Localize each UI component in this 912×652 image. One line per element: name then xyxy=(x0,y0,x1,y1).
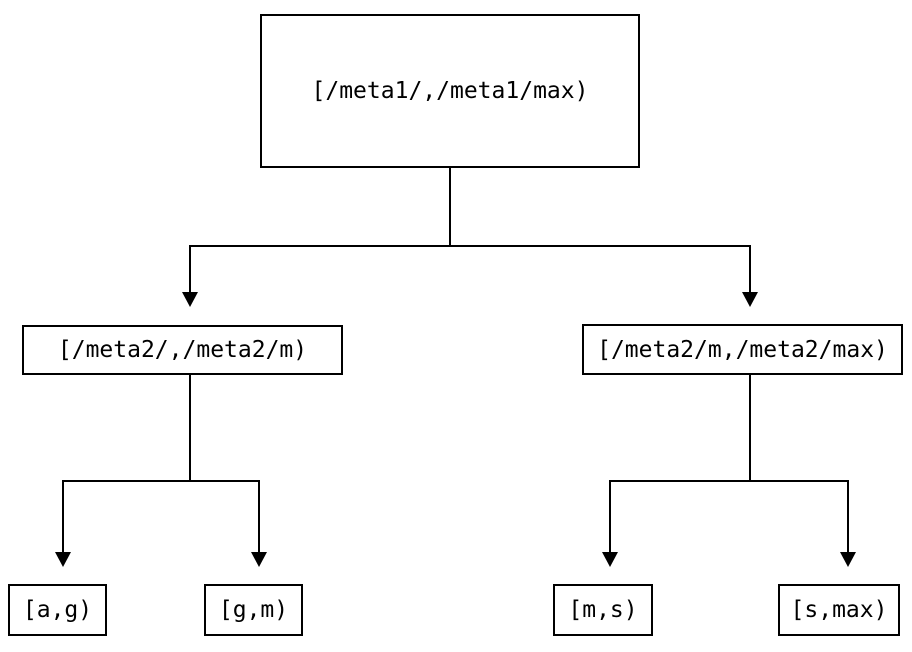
node-label-meta2-high: [/meta2/m,/meta2/max) xyxy=(597,336,888,363)
arrowhead-icon xyxy=(602,552,618,567)
edge-line-meta2-high-to-leaf-m-s xyxy=(609,375,751,554)
node-label-leaf-a-g: [a,g) xyxy=(22,597,93,623)
arrowhead-icon xyxy=(55,552,71,567)
arrowhead-icon xyxy=(182,292,198,307)
tree-node-leaf-s-max: [s,max) xyxy=(778,584,900,636)
tree-node-meta2-low: [/meta2/,/meta2/m) xyxy=(22,325,343,375)
edge-line-meta2-low-to-leaf-a-g xyxy=(62,375,191,554)
edge-line-root-to-meta2-high xyxy=(449,168,751,294)
arrowhead-icon xyxy=(840,552,856,567)
node-label-meta2-low: [/meta2/,/meta2/m) xyxy=(57,337,308,363)
tree-node-leaf-g-m: [g,m) xyxy=(204,584,303,636)
tree-node-meta2-high: [/meta2/m,/meta2/max) xyxy=(582,324,903,375)
tree-node-leaf-m-s: [m,s) xyxy=(553,584,653,636)
node-label-leaf-g-m: [g,m) xyxy=(218,597,289,623)
node-label-leaf-m-s: [m,s) xyxy=(568,597,638,623)
tree-node-leaf-a-g: [a,g) xyxy=(8,584,107,636)
arrowhead-icon xyxy=(742,292,758,307)
arrowhead-icon xyxy=(251,552,267,567)
edge-line-meta2-low-to-leaf-g-m xyxy=(189,375,260,554)
edge-line-meta2-high-to-leaf-s-max xyxy=(749,375,849,554)
node-label-root: [/meta1/,/meta1/max) xyxy=(311,78,589,104)
tree-node-root: [/meta1/,/meta1/max) xyxy=(260,14,640,168)
node-label-leaf-s-max: [s,max) xyxy=(790,597,888,623)
edge-line-root-to-meta2-low xyxy=(189,168,451,294)
